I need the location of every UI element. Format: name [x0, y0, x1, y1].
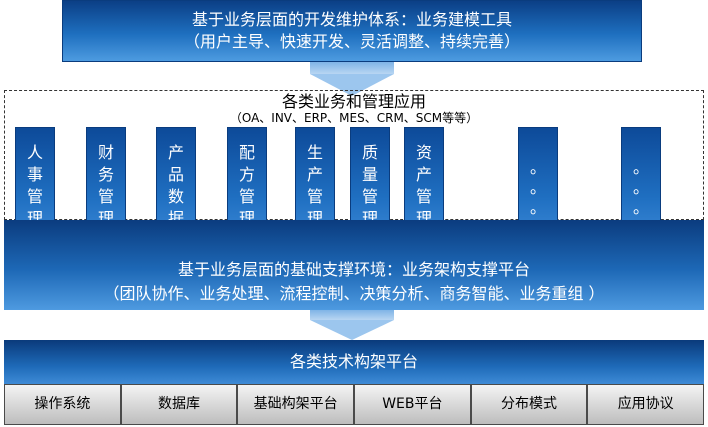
tech-item-infrastructure: 基础构架平台 — [237, 384, 355, 425]
tech-item-distribution: 分布模式 — [470, 384, 588, 425]
tech-platform-title: 各类技术构架平台 — [289, 352, 418, 371]
base-platform-subtitle: （团队协作、业务处理、流程控制、决策分析、商务智能、业务重组 ） — [103, 284, 605, 303]
modeling-tool-subtitle: （用户主导、快速开发、灵活调整、持续完善） — [183, 32, 520, 51]
tech-platform-items: 操作系统 数据库 基础构架平台 WEB平台 分布模式 应用协议 — [4, 384, 705, 425]
base-platform-title: 基于业务层面的基础支撑环境：业务架构支撑平台 — [177, 260, 530, 279]
modeling-tool-box: 基于业务层面的开发维护体系：业务建模工具 （用户主导、快速开发、灵活调整、持续完… — [62, 0, 642, 62]
tech-item-database: 数据库 — [120, 384, 238, 425]
applications-title: 各类业务和管理应用 — [281, 92, 426, 111]
base-support-platform: 基于业务层面的基础支撑环境：业务架构支撑平台 （团队协作、业务处理、流程控制、决… — [4, 220, 704, 310]
tech-item-web: WEB平台 — [354, 384, 471, 425]
applications-subtitle: （OA、INV、ERP、MES、CRM、SCM等等） — [229, 111, 479, 125]
modeling-tool-title: 基于业务层面的开发维护体系：业务建模工具 — [191, 10, 512, 29]
tech-platform-title-box: 各类技术构架平台 — [4, 340, 704, 384]
tech-item-os: 操作系统 — [4, 384, 121, 425]
tech-item-protocol: 应用协议 — [587, 384, 705, 425]
